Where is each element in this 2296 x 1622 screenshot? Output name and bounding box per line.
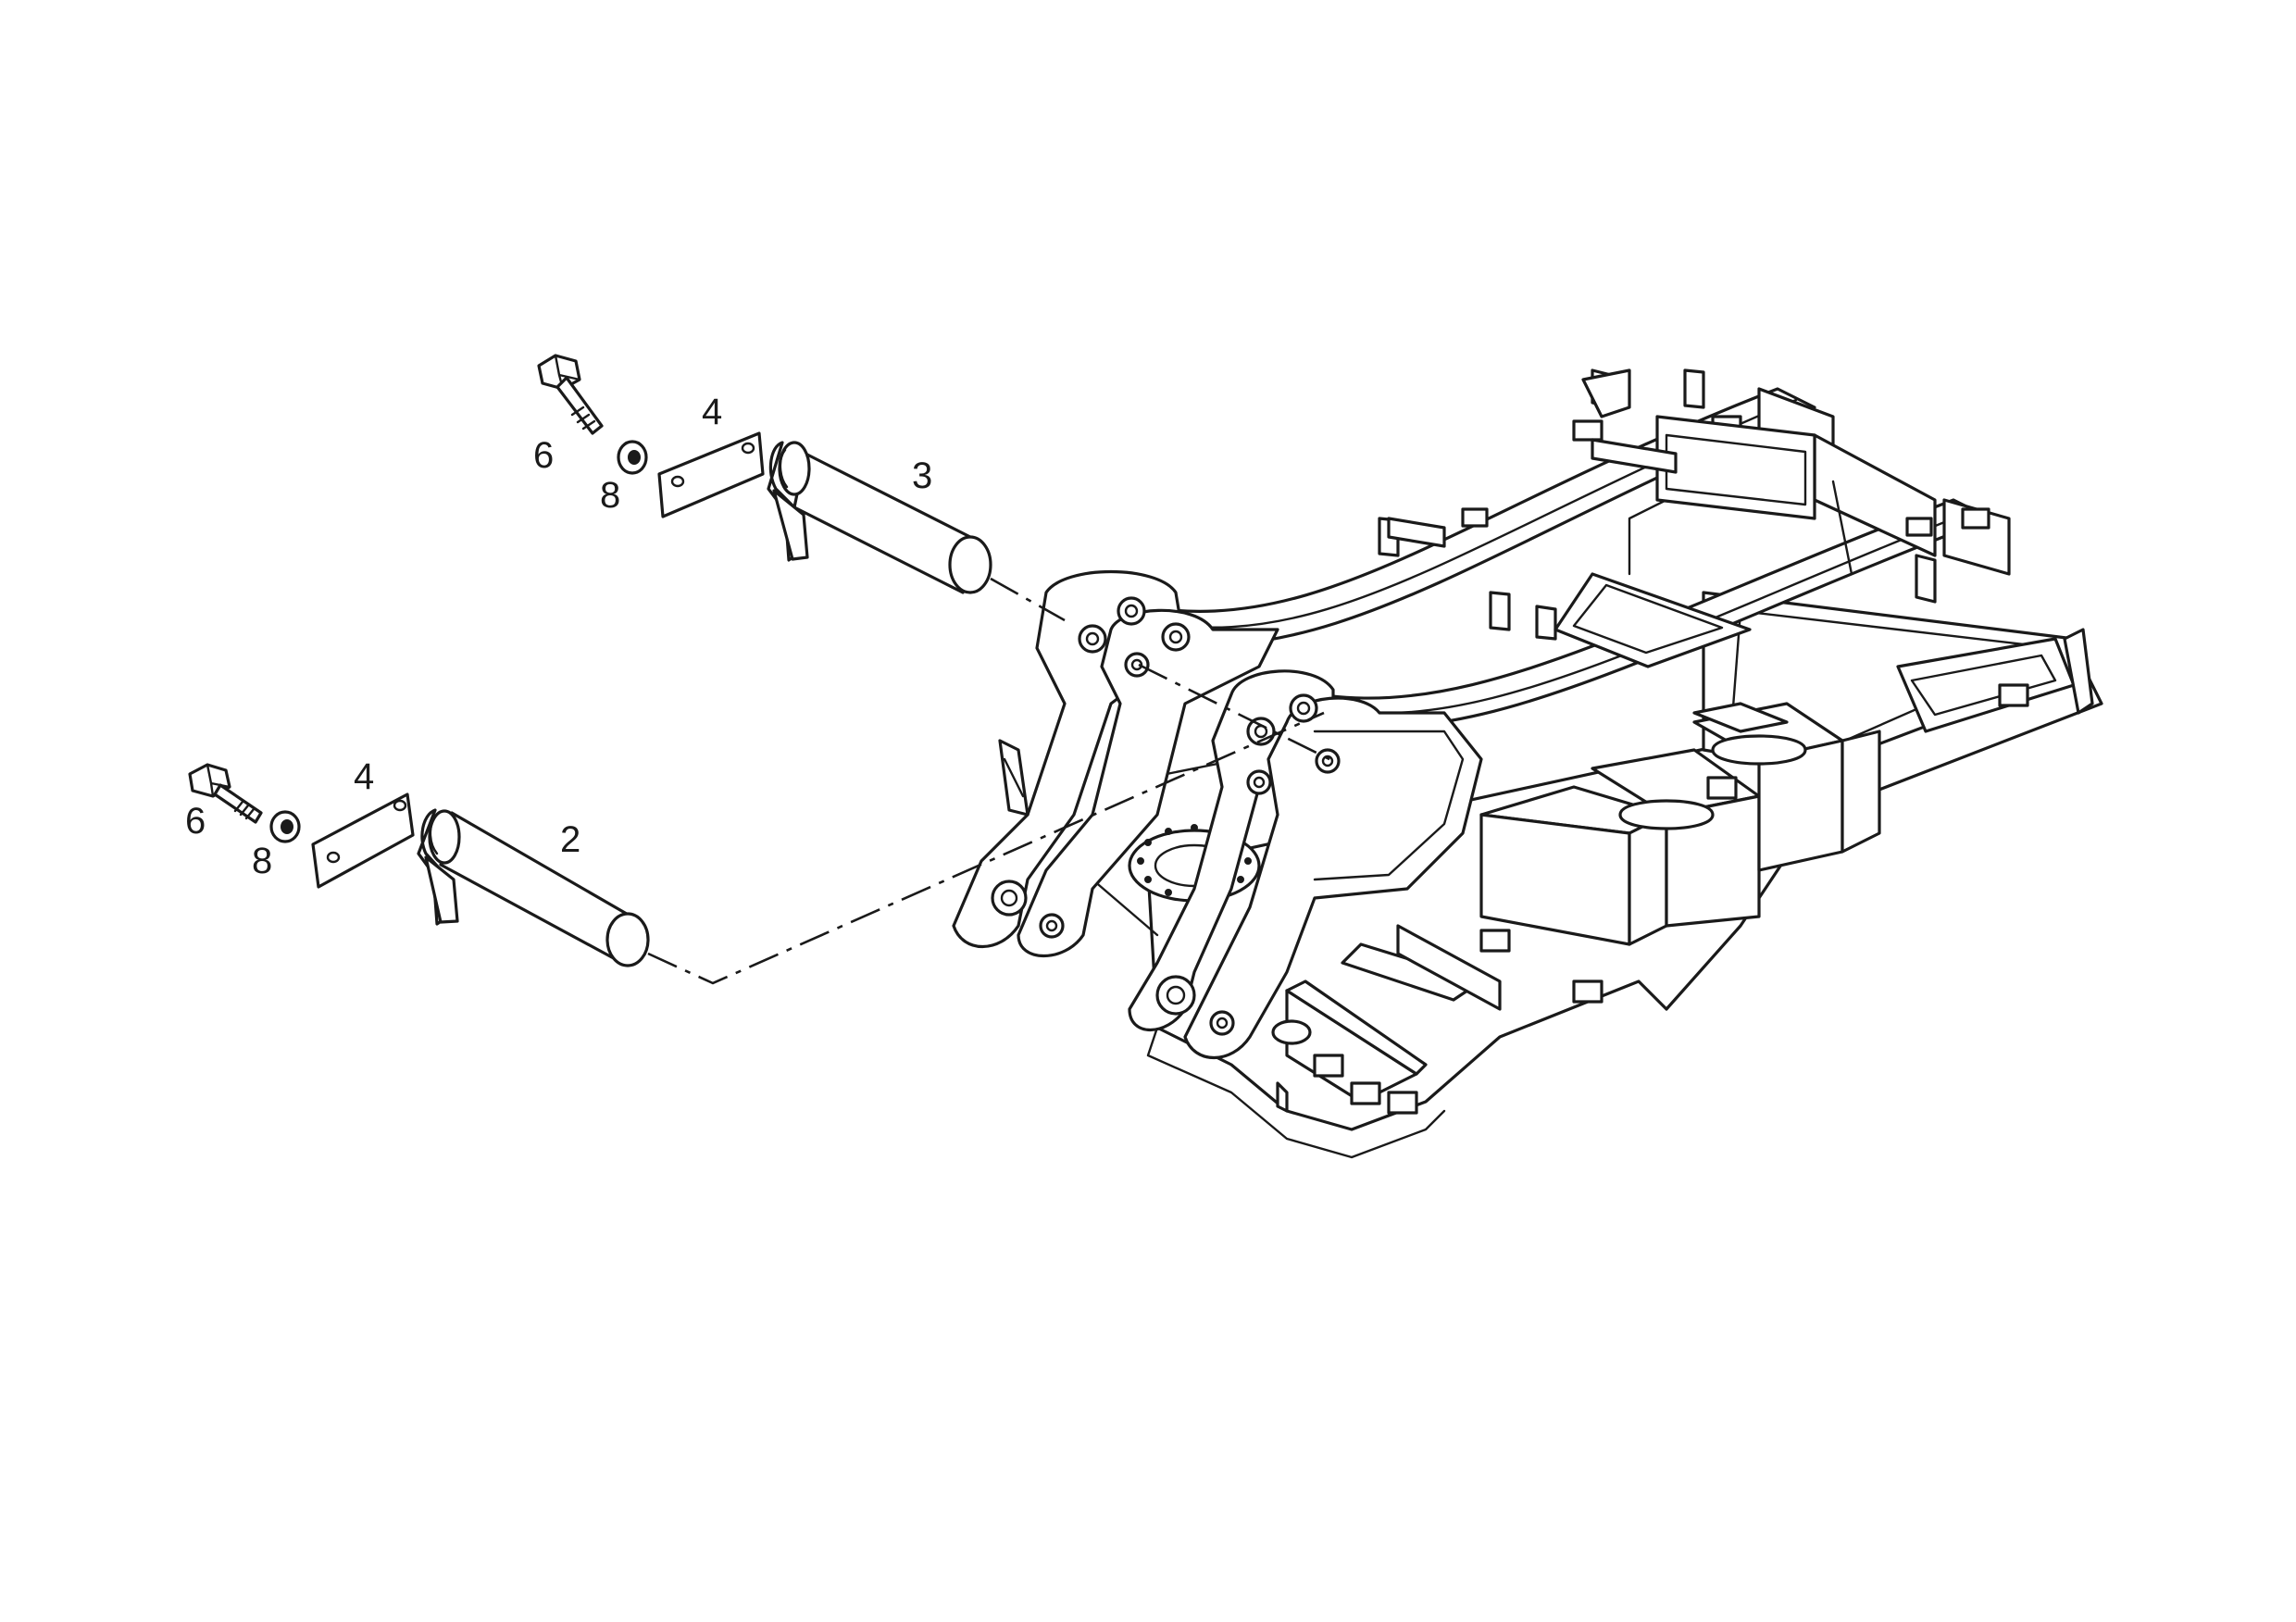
lower-pin-centerline <box>647 711 1325 985</box>
lower-bolt <box>188 763 263 824</box>
callout-lower-pin: 2 <box>560 819 580 860</box>
callout-lower-bolt: 6 <box>185 801 206 842</box>
callout-lower-washer: 8 <box>252 841 272 881</box>
main-frame <box>952 368 2103 1159</box>
lower-plate <box>311 792 415 889</box>
callout-upper-pin: 3 <box>912 455 932 496</box>
upper-plate <box>657 431 765 518</box>
upper-washer <box>617 440 648 475</box>
lower-pin <box>417 808 650 967</box>
lower-washer <box>269 810 301 843</box>
upper-pin <box>767 441 992 594</box>
upper-pin-centerline <box>990 577 1334 763</box>
upper-bolt <box>537 354 604 435</box>
callout-upper-washer: 8 <box>600 475 620 516</box>
centerlines <box>647 577 1334 985</box>
callout-upper-bolt: 6 <box>533 435 554 476</box>
callout-upper-plate: 4 <box>702 392 722 432</box>
callout-lower-plate: 4 <box>354 756 374 797</box>
lower-pin-assembly <box>188 763 650 967</box>
upper-pin-assembly <box>537 354 992 594</box>
callouts: 6 8 4 3 6 8 4 2 <box>185 392 932 881</box>
